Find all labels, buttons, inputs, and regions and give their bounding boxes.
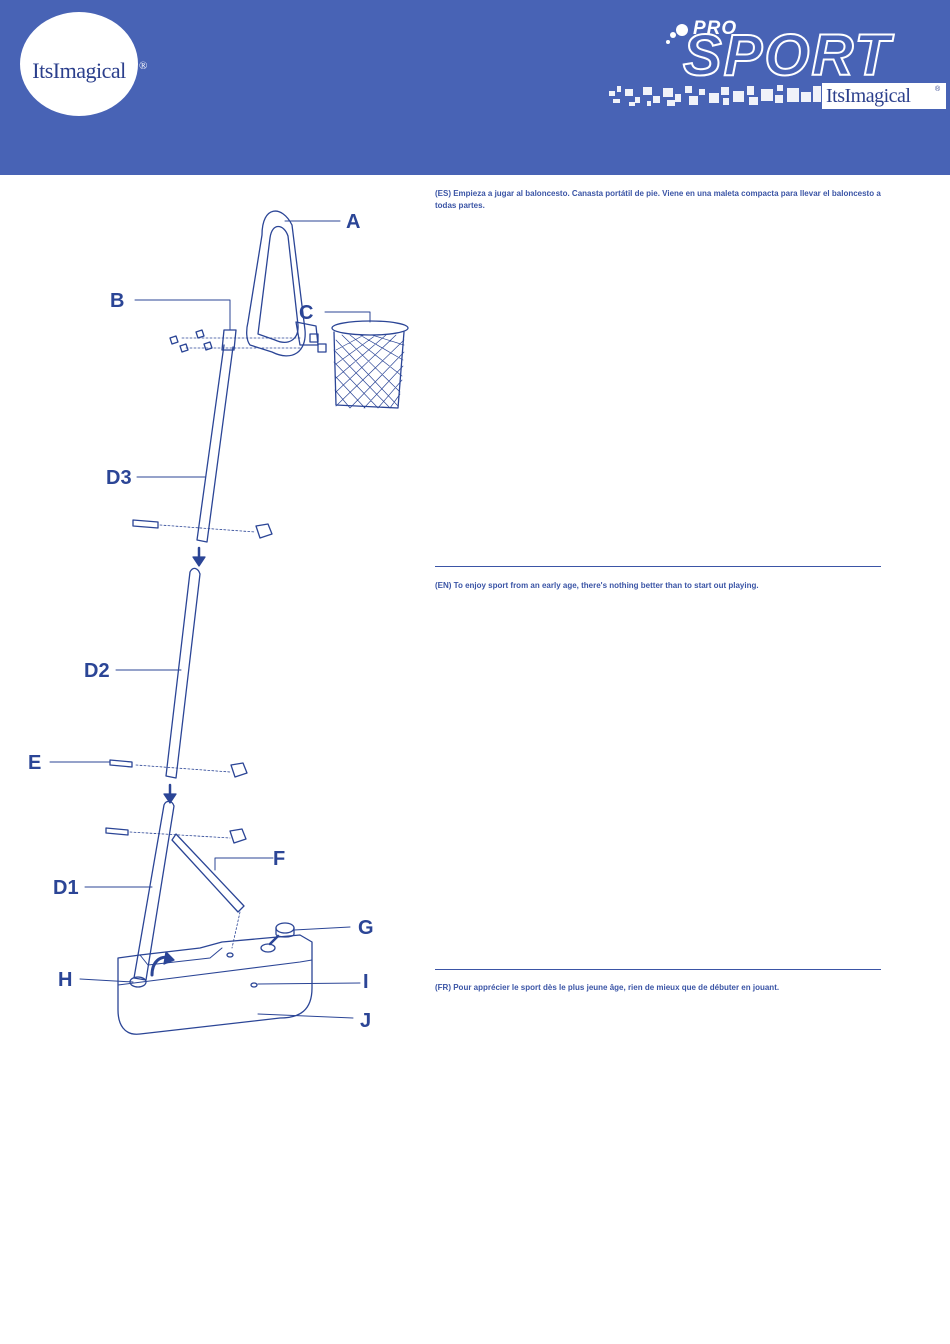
label-g: G bbox=[358, 917, 374, 939]
section-fr-text: (FR) Pour apprécier le sport dès le plus… bbox=[435, 983, 780, 992]
label-d1: D1 bbox=[53, 877, 79, 899]
cap-g bbox=[275, 922, 295, 934]
label-j: J bbox=[360, 1010, 371, 1032]
label-a: A bbox=[346, 211, 360, 233]
backboard bbox=[246, 210, 306, 357]
base-hole-i bbox=[250, 982, 258, 988]
pro-dots-icon bbox=[666, 24, 688, 44]
screw-d3 bbox=[132, 519, 159, 529]
label-f: F bbox=[273, 848, 285, 870]
section-es-text: (ES) Empieza a jugar al baloncesto. Cana… bbox=[435, 189, 881, 210]
knob-e bbox=[230, 762, 248, 778]
sport-wordmark: SPORT bbox=[682, 23, 892, 88]
label-c: C bbox=[299, 302, 313, 324]
pro-label: PRO bbox=[693, 18, 738, 39]
section-divider-fr bbox=[435, 969, 881, 970]
support-strut-f bbox=[171, 833, 245, 913]
logo-dot-decoration bbox=[46, 20, 65, 39]
knob-d3 bbox=[255, 523, 273, 539]
section-en-text: (EN) To enjoy sport from an early age, t… bbox=[435, 581, 759, 590]
net-mesh bbox=[333, 334, 405, 409]
label-b: B bbox=[110, 290, 124, 312]
brand-logo-text: ItsImagical bbox=[32, 58, 126, 83]
hoop-rim bbox=[331, 320, 409, 336]
section-divider-en bbox=[435, 566, 881, 567]
label-d3: D3 bbox=[106, 467, 132, 489]
pole-d1 bbox=[133, 800, 175, 981]
top-bolts bbox=[169, 329, 327, 353]
label-e: E bbox=[28, 752, 41, 774]
pole-d2 bbox=[165, 567, 201, 779]
knob-d1 bbox=[229, 828, 247, 844]
screw-e bbox=[109, 759, 133, 768]
pole-sleeve bbox=[221, 329, 237, 351]
label-h: H bbox=[58, 969, 72, 991]
screw-d1 bbox=[105, 827, 129, 836]
base-j bbox=[117, 934, 313, 1035]
label-i: I bbox=[363, 971, 369, 993]
registered-mark: ® bbox=[139, 60, 148, 72]
brand-tag-text: ItsImagical bbox=[826, 85, 911, 107]
brand-logo-badge bbox=[20, 12, 138, 116]
base-hole-strut bbox=[226, 952, 234, 958]
label-d2: D2 bbox=[84, 660, 110, 682]
assembly-diagram: A B C D3 D2 E F D1 G H I J bbox=[28, 210, 409, 1035]
part-labels: A B C D3 D2 E F D1 G H I J bbox=[28, 211, 374, 1032]
net-outline bbox=[333, 331, 405, 409]
brand-tag-box bbox=[822, 83, 946, 109]
brand-tag-registered: ® bbox=[935, 86, 941, 93]
pole-d3 bbox=[196, 344, 234, 543]
header-banner: ItsImagical ® PRO SPORT ItsImagical ® bbox=[0, 0, 950, 175]
backboard-inner bbox=[257, 225, 299, 343]
